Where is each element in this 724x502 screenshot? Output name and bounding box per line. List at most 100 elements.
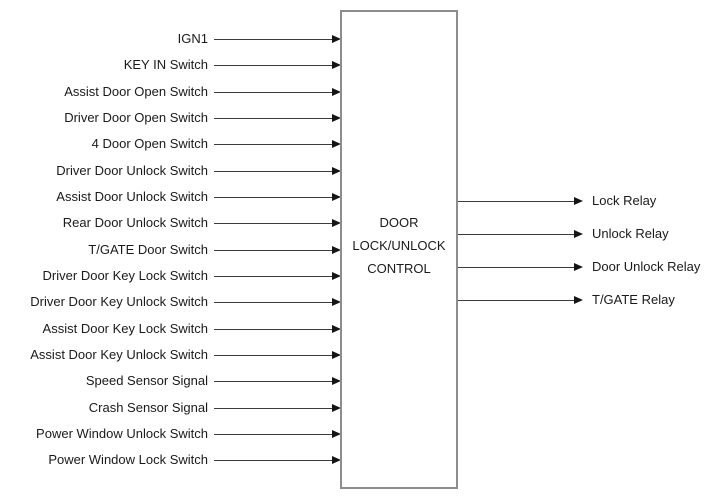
input-label: Crash Sensor Signal xyxy=(88,400,208,415)
output-row-tgate-relay: T/GATE Relay xyxy=(458,292,675,308)
output-row-door-unlock-relay: Door Unlock Relay xyxy=(458,259,700,275)
arrow-line xyxy=(214,275,332,277)
control-block: DOOR LOCK/UNLOCK CONTROL xyxy=(340,10,458,489)
arrow-right-icon xyxy=(214,246,341,254)
arrow-line xyxy=(214,328,332,330)
input-label: Driver Door Key Lock Switch xyxy=(42,268,208,283)
arrow-head-icon xyxy=(574,197,583,205)
arrow-right-icon xyxy=(458,197,583,205)
arrow-right-icon xyxy=(214,61,341,69)
input-row-power-window-unlock-switch: Power Window Unlock Switch xyxy=(0,426,341,442)
arrow-right-icon xyxy=(214,114,341,122)
arrow-head-icon xyxy=(332,61,341,69)
input-row-assist-door-open-switch: Assist Door Open Switch xyxy=(0,84,341,100)
input-label: Driver Door Open Switch xyxy=(64,110,208,125)
input-row-4-door-open-switch: 4 Door Open Switch xyxy=(0,136,341,152)
arrow-right-icon xyxy=(214,298,341,306)
arrow-head-icon xyxy=(574,296,583,304)
input-label: Power Window Lock Switch xyxy=(48,452,208,467)
input-row-rear-door-unlock-switch: Rear Door Unlock Switch xyxy=(0,215,341,231)
arrow-head-icon xyxy=(332,404,341,412)
arrow-head-icon xyxy=(332,456,341,464)
arrow-right-icon xyxy=(214,430,341,438)
arrow-right-icon xyxy=(214,377,341,385)
arrow-right-icon xyxy=(214,272,341,280)
input-row-driver-door-unlock-switch: Driver Door Unlock Switch xyxy=(0,163,341,179)
arrow-line xyxy=(214,170,332,172)
input-row-crash-sensor-signal: Crash Sensor Signal xyxy=(0,400,341,416)
arrow-head-icon xyxy=(332,246,341,254)
arrow-head-icon xyxy=(332,219,341,227)
arrow-head-icon xyxy=(332,140,341,148)
output-label: Unlock Relay xyxy=(592,226,669,241)
input-row-speed-sensor-signal: Speed Sensor Signal xyxy=(0,373,341,389)
input-row-assist-door-key-lock-switch: Assist Door Key Lock Switch xyxy=(0,321,341,337)
arrow-line xyxy=(458,266,574,268)
input-label: IGN1 xyxy=(177,31,208,46)
input-row-driver-door-key-lock-switch: Driver Door Key Lock Switch xyxy=(0,268,341,284)
arrow-head-icon xyxy=(574,263,583,271)
arrow-line xyxy=(214,433,332,435)
arrow-head-icon xyxy=(574,230,583,238)
control-block-title-line: LOCK/UNLOCK xyxy=(352,237,446,253)
input-label: KEY IN Switch xyxy=(123,57,208,72)
arrow-line xyxy=(214,196,332,198)
arrow-head-icon xyxy=(332,351,341,359)
arrow-right-icon xyxy=(214,167,341,175)
control-block-title-line: DOOR xyxy=(379,214,419,230)
input-label: Assist Door Open Switch xyxy=(64,84,208,99)
arrow-line xyxy=(214,301,332,303)
input-row-power-window-lock-switch: Power Window Lock Switch xyxy=(0,452,341,468)
arrow-line xyxy=(214,249,332,251)
input-row-driver-door-key-unlock-switch: Driver Door Key Unlock Switch xyxy=(0,294,341,310)
input-row-assist-door-key-unlock-switch: Assist Door Key Unlock Switch xyxy=(0,347,341,363)
output-row-lock-relay: Lock Relay xyxy=(458,193,656,209)
arrow-line xyxy=(458,233,574,235)
arrow-line xyxy=(458,299,574,301)
arrow-head-icon xyxy=(332,114,341,122)
arrow-line xyxy=(214,354,332,356)
arrow-line xyxy=(214,380,332,382)
arrow-head-icon xyxy=(332,167,341,175)
arrow-right-icon xyxy=(458,296,583,304)
arrow-head-icon xyxy=(332,325,341,333)
arrow-right-icon xyxy=(214,193,341,201)
arrow-line xyxy=(214,64,332,66)
input-label: Assist Door Key Lock Switch xyxy=(42,321,208,336)
output-label: T/GATE Relay xyxy=(592,292,675,307)
input-row-key-in-switch: KEY IN Switch xyxy=(0,57,341,73)
arrow-right-icon xyxy=(214,88,341,96)
arrow-head-icon xyxy=(332,193,341,201)
output-row-unlock-relay: Unlock Relay xyxy=(458,226,669,242)
input-label: Assist Door Unlock Switch xyxy=(56,189,208,204)
output-label: Door Unlock Relay xyxy=(592,259,701,274)
input-row-assist-door-unlock-switch: Assist Door Unlock Switch xyxy=(0,189,341,205)
arrow-line xyxy=(214,459,332,461)
input-row-tgate-door-switch: T/GATE Door Switch xyxy=(0,242,341,258)
input-label: T/GATE Door Switch xyxy=(88,242,208,257)
arrow-right-icon xyxy=(214,325,341,333)
arrow-head-icon xyxy=(332,272,341,280)
input-row-ign1: IGN1 xyxy=(0,31,341,47)
arrow-right-icon xyxy=(214,35,341,43)
input-label: Power Window Unlock Switch xyxy=(36,426,208,441)
control-block-title-line: CONTROL xyxy=(367,260,431,276)
input-label: Driver Door Unlock Switch xyxy=(56,163,208,178)
input-label: Driver Door Key Unlock Switch xyxy=(30,294,208,309)
input-label: 4 Door Open Switch xyxy=(91,136,208,151)
arrow-line xyxy=(214,91,332,93)
arrow-right-icon xyxy=(214,140,341,148)
arrow-head-icon xyxy=(332,88,341,96)
arrow-line xyxy=(214,117,332,119)
arrow-line xyxy=(214,222,332,224)
arrow-right-icon xyxy=(458,263,583,271)
arrow-head-icon xyxy=(332,430,341,438)
input-label: Assist Door Key Unlock Switch xyxy=(30,347,208,362)
input-label: Speed Sensor Signal xyxy=(85,373,208,388)
arrow-line xyxy=(214,38,332,40)
input-label: Rear Door Unlock Switch xyxy=(62,215,208,230)
arrow-line xyxy=(214,407,332,409)
arrow-head-icon xyxy=(332,35,341,43)
arrow-line xyxy=(214,143,332,145)
